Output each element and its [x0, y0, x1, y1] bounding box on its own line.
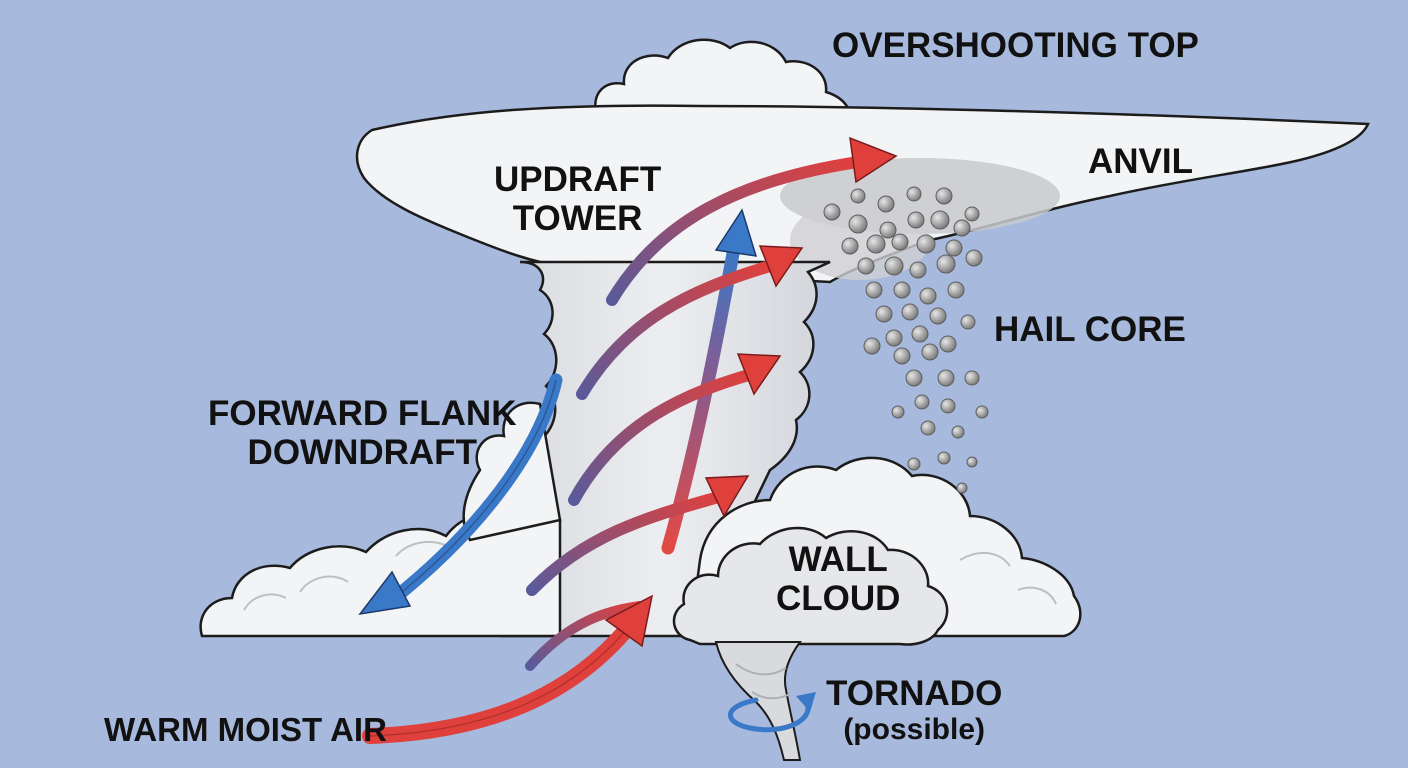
hailstone: [891, 405, 905, 419]
hailstone: [964, 206, 980, 222]
hailstone: [877, 195, 895, 213]
label-wall-cloud: WALL CLOUD: [776, 540, 901, 619]
wall-cloud: [672, 526, 949, 646]
updraft-arrow-3: [568, 368, 758, 506]
hailstone: [921, 343, 939, 361]
updraft-arrowhead-3-icon: [736, 353, 782, 396]
hailstone: [937, 369, 955, 387]
overshooting-top-cloud: [594, 38, 852, 122]
hailstone: [901, 303, 919, 321]
hailstone: [884, 256, 904, 276]
hailstone: [945, 239, 963, 257]
label-anvil: ANVIL: [1088, 142, 1193, 181]
hailstone: [935, 187, 953, 205]
hailstone: [930, 210, 950, 230]
updraft-main-arrowhead-icon: [714, 208, 758, 257]
hailstone: [956, 482, 968, 494]
hailstone: [911, 325, 929, 343]
updraft-arrow-4: [526, 490, 728, 596]
hailstone: [916, 234, 936, 254]
hailstone: [919, 287, 937, 305]
updraft-arrow-2: [576, 260, 776, 400]
warm-moist-air-arrow: [362, 622, 634, 744]
hailstone: [857, 257, 875, 275]
warm-moist-air-arrowhead-icon: [604, 594, 654, 648]
updraft-arrowhead-4-icon: [704, 475, 750, 518]
hailstone: [939, 335, 957, 353]
hailstone: [940, 398, 956, 414]
hailstone: [879, 221, 897, 239]
label-hail-core: HAIL CORE: [994, 310, 1186, 349]
label-warm-moist-air: WARM MOIST AIR: [104, 711, 387, 748]
hailstone: [947, 281, 965, 299]
hailstone: [850, 188, 866, 204]
updraft-arrowhead-top-icon: [849, 136, 898, 184]
hailstone: [966, 456, 978, 468]
hail-core-stones: [823, 186, 989, 494]
hailstone: [841, 237, 859, 255]
hailstone: [893, 347, 911, 365]
hailstone: [951, 425, 965, 439]
hailstone: [885, 329, 903, 347]
hailstone: [929, 307, 947, 325]
hailstone: [893, 281, 911, 299]
hailstone: [960, 314, 976, 330]
hailstone: [865, 281, 883, 299]
hailstone: [975, 405, 989, 419]
hailstone: [891, 233, 909, 251]
hailstone: [936, 254, 956, 274]
hailstone: [920, 420, 936, 436]
updraft-arrow-top: [606, 156, 864, 306]
hailstone: [863, 337, 881, 355]
label-updraft-tower: UPDRAFT TOWER: [494, 160, 662, 239]
label-overshooting-top: OVERSHOOTING TOP: [832, 26, 1199, 65]
updraft-arrowhead-2-icon: [758, 245, 804, 288]
hailstone: [907, 211, 925, 229]
downdraft-arrowhead-icon: [358, 570, 412, 616]
updraft-main-arrow: [661, 241, 741, 555]
label-forward-flank-downdraft: FORWARD FLANK DOWNDRAFT: [208, 394, 517, 473]
hailstone: [965, 249, 983, 267]
hailstone: [823, 203, 841, 221]
label-tornado: TORNADO (possible): [826, 674, 1003, 747]
hailstone: [848, 214, 868, 234]
hailstone: [907, 457, 921, 471]
hailstone: [875, 305, 893, 323]
hailstone: [909, 261, 927, 279]
hailstone: [964, 370, 980, 386]
hailstone: [905, 369, 923, 387]
hailstone: [914, 394, 930, 410]
hailstone: [866, 234, 886, 254]
hailstone: [953, 219, 971, 237]
rotation-arrow-icon: [727, 697, 811, 733]
hailstone: [937, 451, 951, 465]
hailstone: [906, 186, 922, 202]
